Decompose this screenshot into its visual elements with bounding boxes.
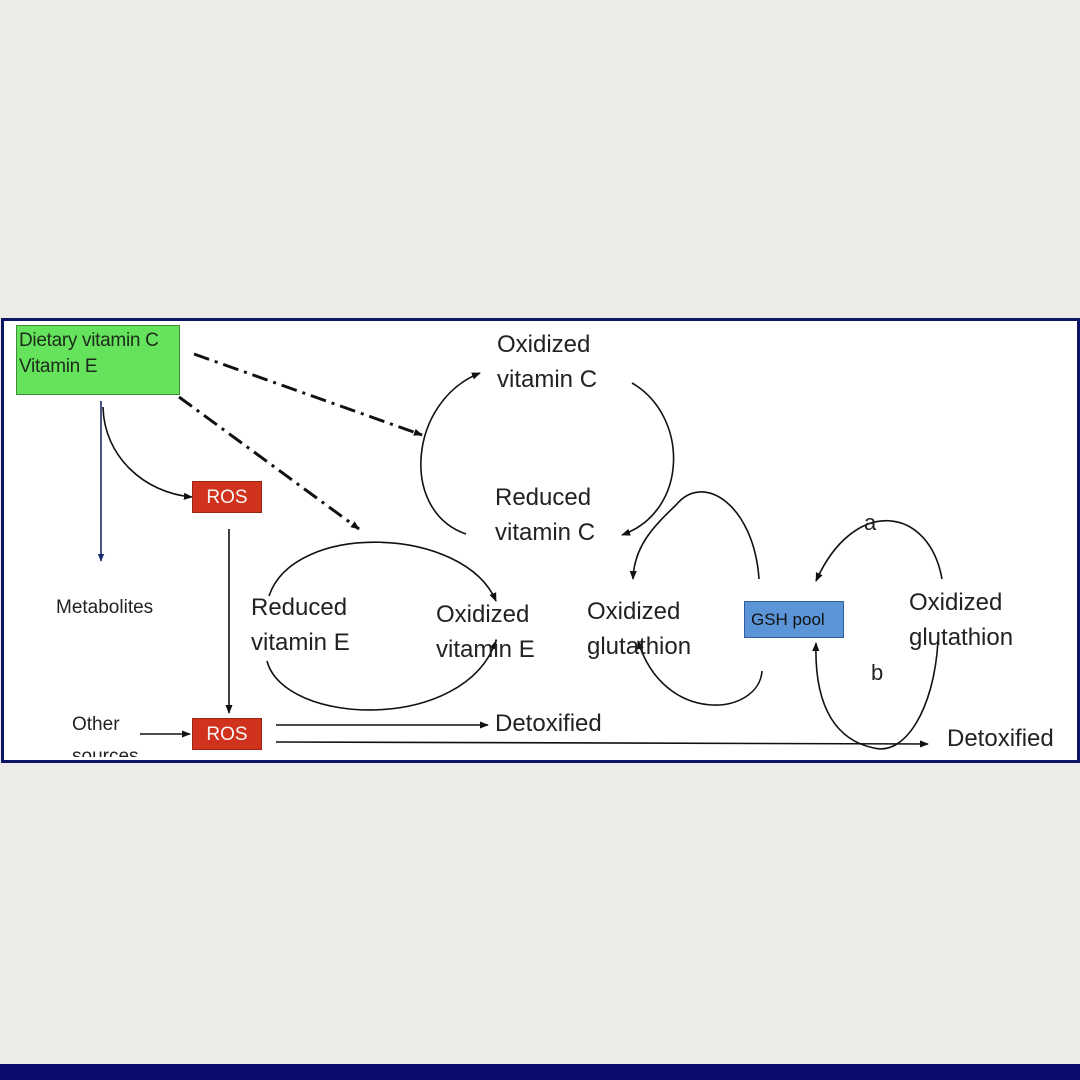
diagram-connectors <box>97 352 943 750</box>
arrow-to-ros-top <box>102 406 193 500</box>
metabolites-label: Metabolites <box>56 597 154 618</box>
arc-b-to-gsh <box>812 640 939 750</box>
arc-top-vitamin-e <box>268 541 497 602</box>
arc-gsh-to-oxidized-glutathion <box>636 640 763 706</box>
arc-reduced-to-oxidized-c <box>420 372 481 535</box>
arc-bottom-vitamin-e <box>266 640 497 711</box>
dashed-arrow-to-vitamin-c <box>193 352 423 437</box>
oxidized-vitamin-c-label: Oxidized vitamin C <box>497 331 598 393</box>
oxidized-glutathion-right-label: Oxidized glutathion <box>909 589 1014 651</box>
other-sources-label: Other sources <box>72 714 139 757</box>
arc-oxidized-to-reduced-c <box>621 382 675 536</box>
dashed-arrow-to-vitamin-e <box>178 395 360 531</box>
dietary-source-box: Dietary vitamin C Vitamin E <box>16 325 180 395</box>
arc-a-to-gsh <box>815 519 943 582</box>
oxidized-glutathion-left-label: Oxidized glutathion <box>587 598 692 660</box>
label-a: a <box>864 510 877 535</box>
dietary-vitamin-c-label: Dietary vitamin C <box>19 330 159 351</box>
detoxified-middle-label: Detoxified <box>495 710 602 737</box>
arc-gsh-to-reduced-c <box>629 491 760 580</box>
ros-box-bottom: ROS <box>192 718 262 750</box>
label-b: b <box>871 660 884 685</box>
gsh-pool-box: GSH pool <box>744 601 844 638</box>
vitamin-e-label: Vitamin E <box>19 356 98 377</box>
ros-box-top: ROS <box>192 481 262 513</box>
reduced-vitamin-c-label: Reduced vitamin C <box>495 484 596 546</box>
oxidized-vitamin-e-label: Oxidized vitamin E <box>436 601 535 663</box>
bottom-bar <box>0 1064 1080 1080</box>
reduced-vitamin-e-label: Reduced vitamin E <box>251 594 350 656</box>
arrow-to-detoxified-right <box>275 740 929 748</box>
diagram-panel: Dietary vitamin C Vitamin E ROS ROS GSH … <box>1 318 1080 763</box>
detoxified-right-label: Detoxified <box>947 725 1054 752</box>
